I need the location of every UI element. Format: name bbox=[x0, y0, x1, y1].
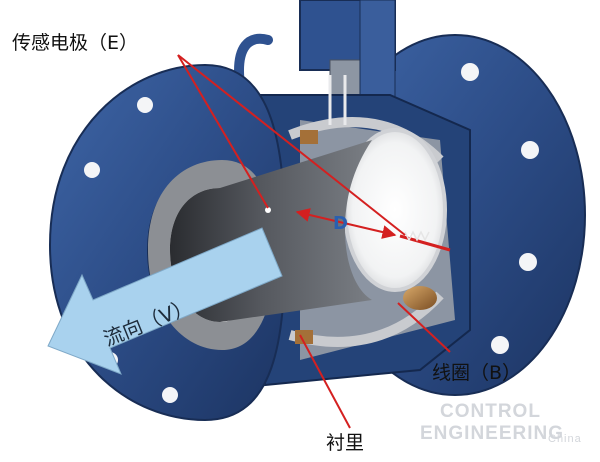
label-electrode: 传感电极（E） bbox=[12, 32, 139, 54]
terminal-housing bbox=[234, 0, 396, 116]
bolt-hole bbox=[519, 253, 537, 271]
bolt-hole bbox=[521, 141, 539, 159]
watermark-line1: CONTROL bbox=[440, 401, 541, 422]
annotation-pointers bbox=[177, 54, 451, 429]
bolt-hole bbox=[491, 336, 509, 354]
bolt-hole bbox=[461, 63, 479, 81]
label-diameter: D bbox=[333, 213, 348, 234]
electrode-spring bbox=[399, 230, 451, 252]
electrode-left bbox=[265, 207, 271, 213]
label-liner: 衬里 bbox=[326, 432, 365, 454]
flow-arrow bbox=[47, 227, 283, 375]
label-coil: 线圈（B） bbox=[432, 362, 522, 384]
watermark-suffix: China bbox=[548, 433, 582, 445]
watermark-line2: ENGINEERING bbox=[420, 423, 565, 444]
coil-lower bbox=[403, 286, 437, 310]
